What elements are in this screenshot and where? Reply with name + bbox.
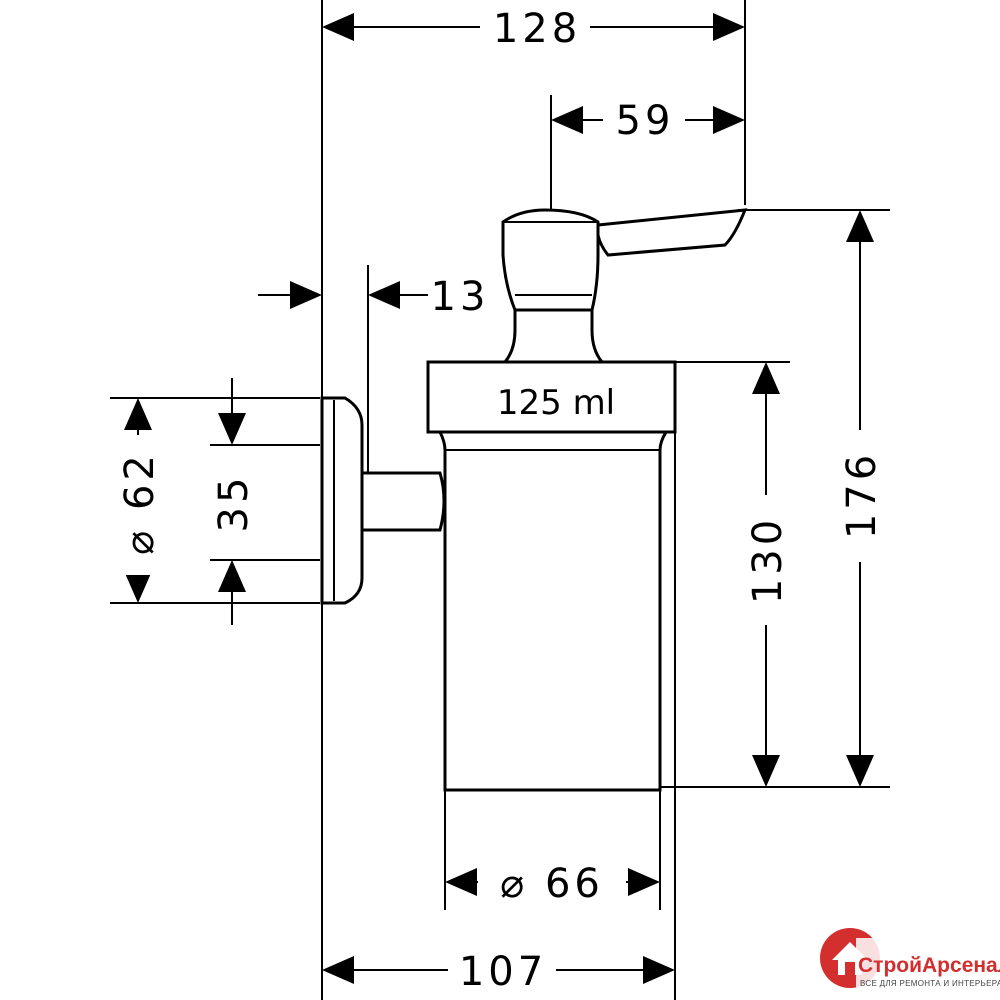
extension-lines [110, 0, 890, 1000]
label-rosette-diameter: ⌀ 62 [117, 451, 163, 555]
dimension-total-depth: 128 [322, 5, 745, 52]
label-spout-reach: 59 [616, 98, 675, 144]
pump-neck [501, 308, 606, 364]
spout [596, 208, 748, 257]
dimension-wall-offset: 13 [258, 274, 490, 320]
pump-head [501, 208, 600, 312]
brand-name: СтройАрсенал [858, 954, 1000, 977]
label-glass-diameter: ⌀ 66 [500, 861, 604, 907]
label-total-depth: 128 [493, 6, 581, 52]
lid [426, 360, 677, 434]
label-projection: 107 [459, 949, 547, 995]
wall-rosette [320, 396, 364, 605]
dimension-spout-reach: 59 [551, 96, 745, 144]
label-total-height: 176 [839, 451, 885, 539]
capacity-label: 125 ml [497, 383, 615, 423]
dimension-mount-height: 35 [211, 378, 257, 625]
dimension-glass-diameter: ⌀ 66 [445, 858, 660, 907]
dispenser-outline [320, 208, 748, 792]
dimension-projection: 107 [322, 946, 675, 995]
dimension-rosette-diameter: ⌀ 62 [112, 398, 164, 603]
brand-tagline: ВСЕ ДЛЯ РЕМОНТА И ИНТЕРЬЕРА [860, 979, 1000, 988]
label-mount-height: 35 [211, 474, 257, 533]
dimension-total-height: 176 [836, 210, 885, 787]
label-body-height: 130 [745, 516, 791, 604]
glass-body [437, 430, 669, 792]
watermark: СтройАрсенал ВСЕ ДЛЯ РЕМОНТА И ИНТЕРЬЕРА [820, 928, 1000, 988]
wall-arm [360, 471, 446, 532]
dimension-body-height: 130 [742, 362, 791, 787]
label-wall-offset: 13 [431, 274, 490, 320]
